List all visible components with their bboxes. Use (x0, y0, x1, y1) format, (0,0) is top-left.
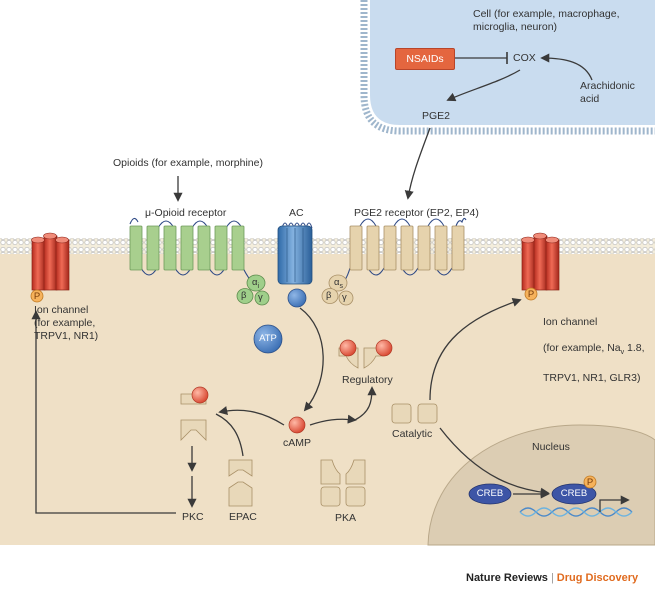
ion-channel-right-label: Ion channel (for example, Nav 1.8, TRPV1… (543, 303, 653, 385)
phospho-label-right: P (527, 289, 535, 300)
cox-to-pge2-arrow (446, 69, 521, 102)
phospho-group-right (524, 287, 538, 301)
atp-label: ATP (259, 333, 277, 344)
alpha-i-subscript: i (257, 282, 260, 290)
pge2-to-receptor-arrow (404, 127, 431, 200)
camp-to-epac-arrow (218, 406, 285, 426)
mu-opioid-receptor (129, 217, 258, 289)
phospho-group-left (30, 289, 44, 303)
ac-label: AC (289, 207, 304, 219)
epac-active (180, 386, 209, 441)
catalytic-subunits (391, 403, 438, 424)
dna-helix (519, 507, 633, 517)
pkc-label: PKC (182, 511, 204, 523)
nucleus-label: Nucleus (532, 441, 570, 453)
mu-opioid-receptor-label: μ-Opioid receptor (145, 207, 227, 219)
pge2-label: PGE2 (422, 110, 451, 122)
catalytic-to-creb-arrow (439, 427, 550, 497)
ion-channel-right-line3: TRPV1, NR1, GLR3) (543, 372, 641, 385)
ion-channel-right-line2-pre: (for example, Na (543, 342, 621, 354)
catalytic-label: Catalytic (392, 428, 433, 440)
gi-beta-label: β (241, 290, 247, 301)
credit-separator: | (550, 572, 554, 584)
phospho-label-creb: P (586, 477, 594, 488)
nucleus (427, 424, 655, 546)
regulatory-subunits (338, 339, 393, 369)
creb-inactive-label: CREB (476, 488, 504, 499)
ion-channel-right (521, 232, 560, 291)
creb-active (551, 483, 597, 505)
pka-to-regulatory-arrow (354, 386, 377, 421)
epac-curve (215, 413, 244, 457)
phospho-group-creb (583, 475, 597, 489)
regulatory-label: Regulatory (342, 374, 393, 386)
arachidonic-acid-label: Arachidonic acid (580, 80, 635, 105)
camp-label: cAMP (283, 437, 312, 449)
ion-channel-right-line1: Ion channel (543, 316, 598, 328)
gs-alpha-label: αs (334, 276, 343, 293)
ion-channel-left-label: Ion channel (for example, TRPV1, NR1) (34, 304, 99, 342)
gi-alpha-label: αi (252, 276, 259, 293)
phospho-label-left: P (33, 291, 41, 302)
alpha-s-subscript: s (339, 282, 344, 290)
catalytic-to-ion-channel-arrow (429, 297, 522, 401)
epac-label: EPAC (229, 511, 257, 523)
gi-protein (236, 274, 270, 306)
alpha-symbol: α (252, 277, 258, 288)
opioids-label: Opioids (for example, morphine) (113, 157, 263, 169)
journal-name: Nature Reviews (466, 572, 548, 584)
alpha-symbol: α (334, 277, 340, 288)
adenylyl-cyclase (277, 222, 313, 308)
ion-channel-right-line2-post: 1.8, (624, 342, 645, 354)
cell-label: Cell (for example, macrophage, microglia… (473, 8, 620, 33)
atp-molecule (253, 324, 283, 354)
gs-beta-label: β (326, 290, 332, 301)
cell-membrane (360, 0, 655, 135)
transcription-arrow (599, 495, 630, 512)
journal-credit: Nature Reviews|Drug Discovery (466, 572, 638, 584)
camp-molecule (288, 416, 306, 434)
ion-channel-left (31, 232, 70, 291)
cox-label: COX (513, 52, 536, 64)
gi-gamma-label: γ (258, 292, 263, 303)
pka-label: PKA (335, 512, 357, 524)
nav-subscript: v (620, 349, 625, 357)
pge2-receptor-label: PGE2 receptor (EP2, EP4) (354, 207, 479, 219)
pka-holoenzyme (320, 459, 366, 507)
gs-gamma-label: γ (342, 292, 347, 303)
pge2-receptor (337, 217, 467, 289)
pkc-to-ion-channel-arrow (31, 310, 176, 514)
epac-inactive (228, 459, 253, 507)
creb-inactive (468, 483, 512, 505)
camp-to-pka-arrow (309, 414, 357, 426)
ac-to-camp-arrow (299, 307, 324, 412)
arachidonic-to-cox-arrow (540, 53, 593, 81)
gs-protein (321, 274, 354, 306)
creb-active-label: CREB (560, 488, 588, 499)
inflammatory-cell (370, 0, 655, 125)
journal-section: Drug Discovery (556, 572, 639, 584)
nsaids-box: NSAIDs (395, 48, 455, 70)
